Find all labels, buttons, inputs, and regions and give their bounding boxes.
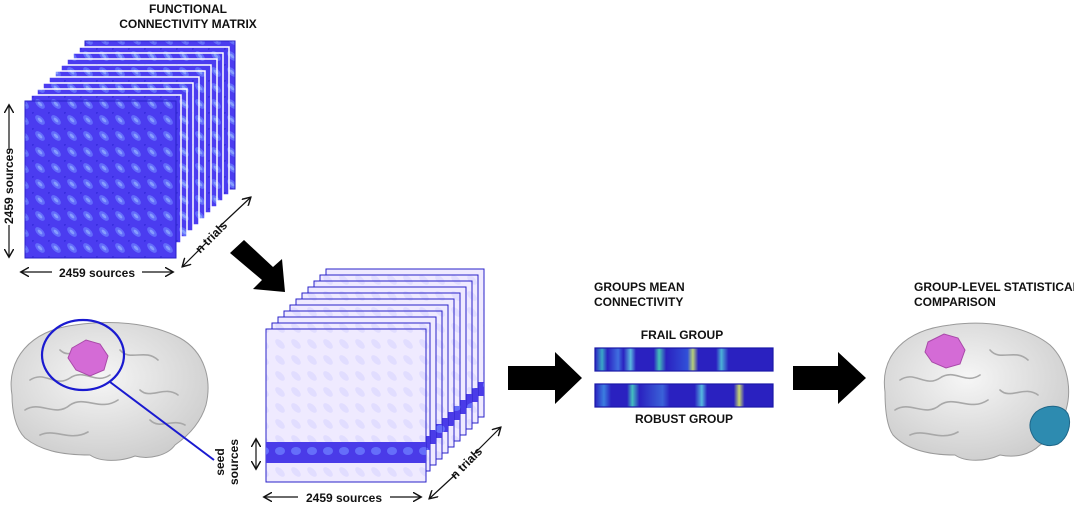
brain-icon bbox=[10, 322, 209, 461]
groups-mean-line2: CONNECTIVITY bbox=[594, 295, 683, 309]
fc-matrix-front bbox=[24, 100, 177, 259]
sources-vertical-label: 2459 sources bbox=[2, 148, 16, 224]
comparison-line2: COMPARISON bbox=[914, 295, 996, 309]
sources-vertical-axis: 2459 sources bbox=[2, 106, 16, 256]
seed-region bbox=[67, 339, 109, 377]
sources-bottom-label: 2459 sources bbox=[306, 491, 382, 505]
frail-group-label: FRAIL GROUP bbox=[641, 328, 723, 342]
arrow-down-right-icon bbox=[230, 240, 285, 292]
seed-band bbox=[266, 442, 426, 463]
arrow-right-icon bbox=[508, 352, 582, 404]
significant-cluster bbox=[1029, 405, 1071, 447]
left-brain bbox=[10, 318, 215, 461]
right-brain bbox=[883, 322, 1071, 461]
frail-group-bar bbox=[594, 347, 774, 372]
groups-mean-line1: GROUPS MEAN bbox=[594, 280, 685, 294]
highlight-circle bbox=[40, 318, 126, 392]
seed-region bbox=[924, 333, 966, 369]
sources-bottom-axis: 2459 sources bbox=[265, 491, 420, 505]
arrow-right-icon bbox=[793, 352, 866, 404]
robust-group-label: ROBUST GROUP bbox=[635, 412, 733, 426]
robust-group-bar bbox=[594, 383, 774, 408]
sources-horizontal-label: 2459 sources bbox=[59, 266, 135, 280]
fc-title-line2: CONNECTIVITY MATRIX bbox=[119, 17, 257, 31]
sources-horizontal-axis: 2459 sources bbox=[22, 266, 172, 280]
seed-matrix-stack bbox=[265, 268, 485, 483]
fc-title-line1: FUNCTIONAL bbox=[149, 2, 227, 16]
fc-matrix-stack bbox=[24, 40, 236, 259]
comparison-line1: GROUP-LEVEL STATISTICAL bbox=[914, 280, 1074, 294]
n-trials-bottom-label: n trials bbox=[447, 444, 485, 482]
seed-label-line2: sources bbox=[227, 439, 241, 485]
seed-pointer-line bbox=[109, 381, 215, 461]
seed-label-line1: seed bbox=[213, 448, 227, 475]
